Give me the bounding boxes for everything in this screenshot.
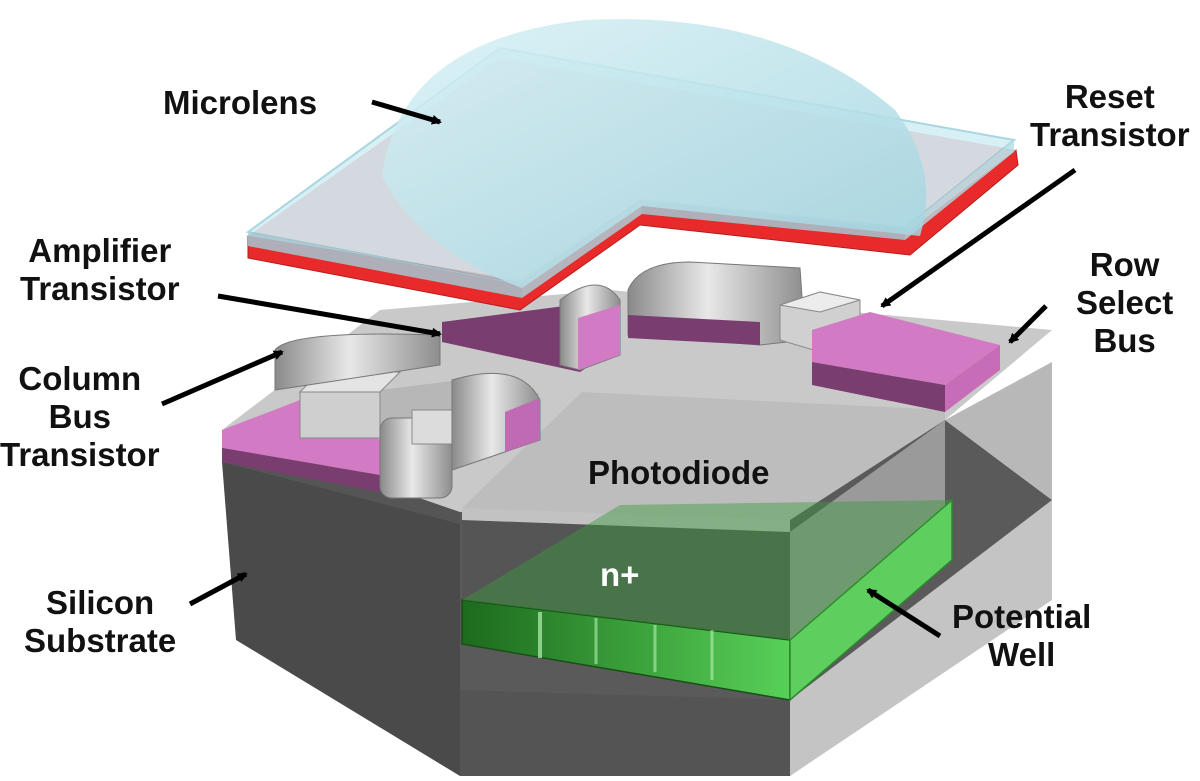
photodiode-label: Photodiode — [588, 454, 770, 491]
row-select-bus-arrow — [1008, 304, 1048, 344]
n-plus-label: n+ — [600, 556, 640, 593]
amplifier-transistor — [442, 284, 621, 372]
leader-arrows — [161, 99, 1077, 639]
row-select-bus — [812, 312, 1000, 412]
potential-well-arrow — [866, 587, 942, 639]
silicon-substrate-label: Silicon Substrate — [24, 584, 177, 659]
reset-transistor-arrow — [880, 167, 1077, 309]
amplifier-transistor-arrow — [217, 293, 442, 338]
microlens — [245, 19, 1017, 298]
potential-well-label: Potential Well — [952, 598, 1092, 673]
microlens-arrow — [371, 99, 442, 125]
microlens-label: Microlens — [163, 84, 318, 121]
silicon-substrate-arrow — [188, 571, 248, 607]
amplifier-transistor-label: Amplifier Transistor — [20, 232, 180, 307]
column-bus-transistor — [222, 333, 541, 499]
column-bus-transistor-arrow — [161, 349, 284, 407]
row-select-bus-label: Row Select Bus — [1076, 246, 1174, 359]
reset-transistor-label: Reset Transistor — [1030, 78, 1190, 153]
potential-well — [461, 498, 953, 702]
column-bus-transistor-label: Column Bus Transistor — [0, 360, 160, 473]
